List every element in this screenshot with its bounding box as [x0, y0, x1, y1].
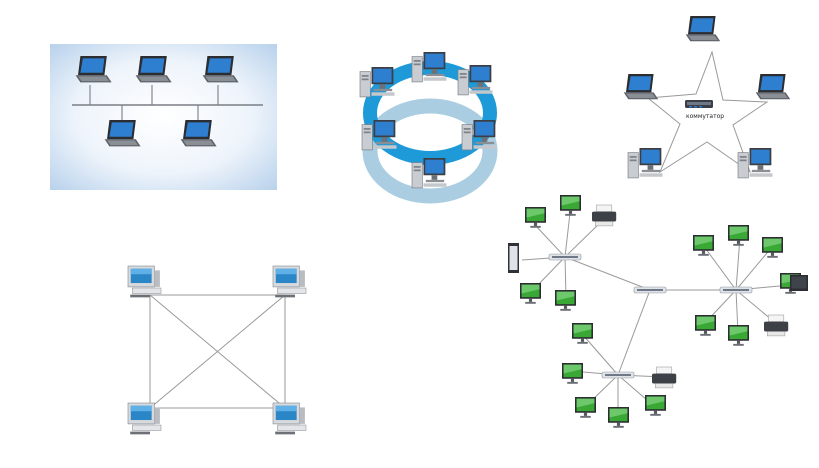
tree-monitor-icon-2 — [560, 195, 581, 216]
hub-label: коммутатор — [686, 113, 724, 120]
tree-switch-1-icon — [548, 253, 582, 261]
laptop-icon-5 — [180, 120, 217, 147]
tree-monitor-icon-12 — [562, 363, 583, 384]
mesh-workstation-icon-1 — [127, 265, 162, 298]
bus-topology-panel — [50, 44, 277, 190]
tree-monitor-icon-10 — [728, 325, 749, 346]
ring-topology-diagram — [359, 52, 498, 204]
mesh-topology-diagram — [127, 265, 307, 435]
ring-computer-icon-4 — [411, 158, 447, 189]
tree-monitor-icon-14 — [608, 407, 629, 428]
tree-monitor-icon-7 — [762, 237, 783, 258]
star-laptop-left-icon — [623, 74, 659, 100]
mesh-workstation-icon-2 — [272, 265, 307, 298]
tree-monitor-icon-11 — [572, 323, 593, 344]
mesh-workstation-icon-3 — [127, 402, 162, 435]
tree-printer-icon-3 — [652, 366, 677, 389]
tree-monitor-dark-icon — [790, 275, 808, 291]
ring-computer-icon-5 — [361, 120, 397, 151]
mesh-cables — [149, 294, 286, 409]
star-topology-diagram: коммутатор — [623, 16, 791, 179]
ring-computer-icon-6 — [359, 67, 395, 98]
star-computer-bottom-left-icon — [627, 148, 663, 179]
tree-printer-icon-2 — [764, 314, 789, 337]
star-topology-panel: коммутатор — [590, 10, 805, 195]
tree-switch-center-icon — [633, 286, 667, 294]
tree-monitor-icon-1 — [525, 207, 546, 228]
switch-hub — [685, 100, 713, 108]
tree-topology-panel — [500, 185, 815, 443]
laptop-icon-1 — [75, 56, 112, 83]
ring-computer-icon-3 — [461, 120, 497, 151]
ring-computer-icon-2 — [457, 65, 493, 96]
tree-monitor-icon-4 — [555, 290, 576, 311]
tree-monitor-icon-9 — [695, 315, 716, 336]
ring-topology-panel — [340, 40, 510, 204]
tree-switch-2-icon — [719, 286, 753, 294]
star-laptop-right-icon — [755, 74, 791, 100]
star-laptop-top-icon — [685, 16, 721, 42]
mesh-workstation-icon-4 — [272, 402, 307, 435]
tree-printer-icon-1 — [592, 204, 617, 227]
laptop-icon-2 — [135, 56, 172, 83]
tree-monitor-icon-5 — [693, 235, 714, 256]
tree-monitor-icon-3 — [520, 283, 541, 304]
tree-monitor-icon-13 — [575, 397, 596, 418]
ring-computer-icon-1 — [411, 52, 447, 83]
tree-server-icon — [508, 243, 519, 273]
star-cables — [646, 50, 769, 174]
mesh-topology-panel — [118, 258, 323, 444]
tree-monitor-icon-15 — [645, 395, 666, 416]
laptop-icon-3 — [202, 56, 239, 83]
laptop-icon-4 — [104, 120, 141, 147]
star-computer-bottom-right-icon — [737, 148, 773, 179]
tree-switch-3-icon — [601, 371, 635, 379]
bus-topology-diagram — [50, 44, 277, 190]
tree-topology-diagram — [508, 195, 808, 428]
tree-monitor-icon-6 — [728, 225, 749, 246]
